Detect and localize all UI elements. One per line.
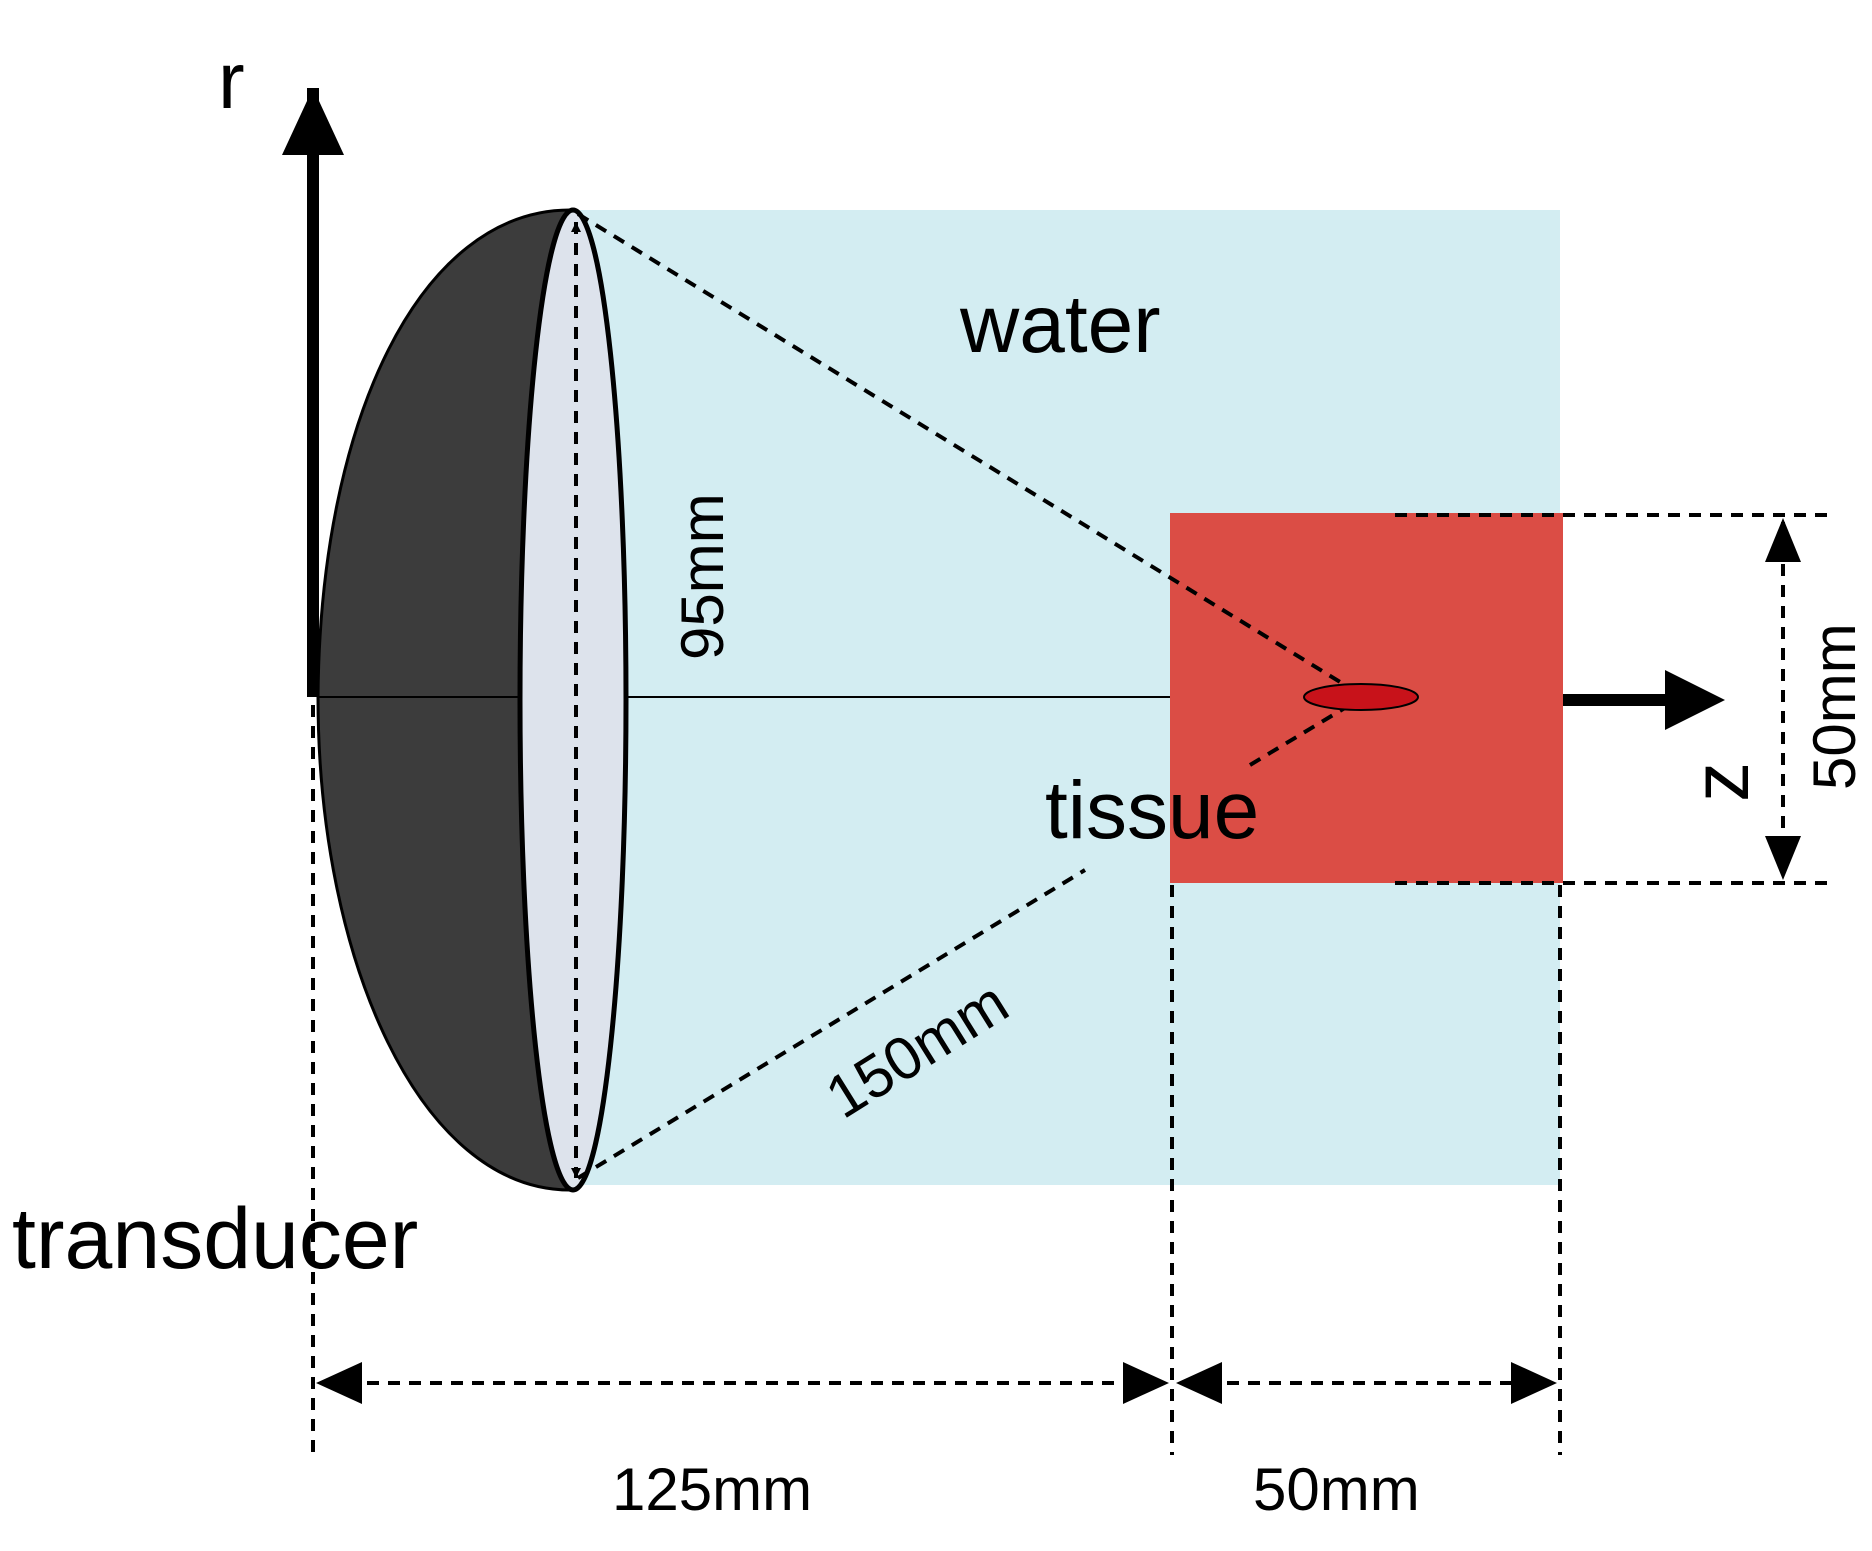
tissue-height-arrowhead-top xyxy=(1765,518,1801,562)
focus-cone-lower-a xyxy=(576,868,1087,1180)
water-label: water xyxy=(959,279,1161,370)
aperture-label: 95mm xyxy=(669,493,736,660)
tissue-height-label: 50mm xyxy=(1801,623,1868,790)
focal-spot xyxy=(1303,683,1419,711)
r-axis-arrowhead xyxy=(282,88,344,155)
tissue-label: tissue xyxy=(1045,765,1259,856)
focus-cone-upper xyxy=(576,212,1360,695)
tissue-height-arrowhead-bottom xyxy=(1765,836,1801,880)
tissue-length-arrowhead-right xyxy=(1511,1362,1557,1404)
tissue-length-label: 50mm xyxy=(1253,1456,1420,1523)
tissue-length-arrowhead-left xyxy=(1176,1362,1222,1404)
z-axis-label: z xyxy=(1676,762,1765,802)
water-path-label: 125mm xyxy=(612,1456,812,1523)
z-axis-arrowhead xyxy=(1665,670,1725,730)
r-axis-label: r xyxy=(218,36,245,125)
transducer-face xyxy=(517,207,629,1193)
transducer-label: transducer xyxy=(12,1191,418,1287)
water-path-arrowhead-left xyxy=(316,1362,362,1404)
focus-cone-lower-b xyxy=(1248,698,1360,767)
water-path-arrowhead-right xyxy=(1123,1362,1169,1404)
